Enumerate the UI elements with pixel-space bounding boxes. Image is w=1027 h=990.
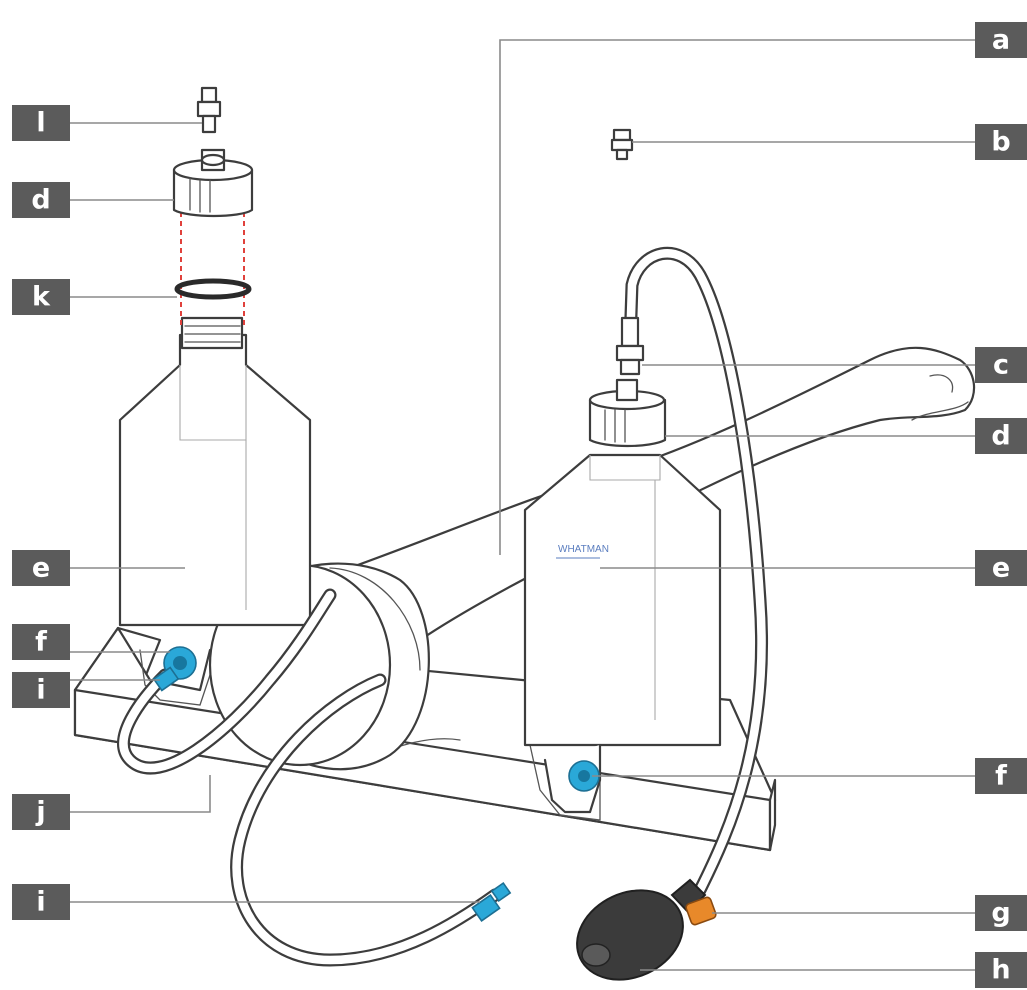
- callout-a: a: [975, 22, 1027, 58]
- callout-h-label: h: [991, 955, 1010, 986]
- callout-l-label: l: [36, 108, 45, 139]
- release-valve-icon: [685, 896, 717, 926]
- callout-e-left: e: [12, 550, 70, 586]
- callout-e-left-label: e: [32, 553, 50, 584]
- callout-j-label: j: [35, 797, 45, 828]
- callout-j: j: [12, 794, 70, 830]
- callout-f-right-label: f: [995, 761, 1007, 792]
- connector-c-icon: [615, 316, 645, 376]
- callout-f-right: f: [975, 758, 1027, 794]
- right-bottle: WHATMAN: [523, 378, 722, 814]
- callout-k-label: k: [32, 282, 51, 313]
- callout-d-right: d: [975, 418, 1027, 454]
- callout-i-upper-label: i: [36, 675, 45, 706]
- callout-c-label: c: [993, 350, 1009, 381]
- callout-k: k: [12, 279, 70, 315]
- callout-i-lower-label: i: [36, 887, 45, 918]
- callout-b: b: [975, 124, 1027, 160]
- callout-g: g: [975, 895, 1027, 931]
- bottle-label: WHATMAN: [558, 544, 609, 555]
- callout-e-right-label: e: [992, 553, 1010, 584]
- callout-i-lower: i: [12, 884, 70, 920]
- callout-f-left-label: f: [35, 627, 47, 658]
- left-cap: [172, 148, 254, 218]
- connector-b-icon: [610, 128, 634, 161]
- callout-d-left: d: [12, 182, 70, 218]
- o-ring: [174, 278, 252, 300]
- callout-d-left-label: d: [31, 185, 50, 216]
- right-tubing: [623, 246, 769, 897]
- blue-connector-i-upper-icon: [152, 666, 180, 692]
- callout-l: l: [12, 105, 70, 141]
- leader-lines: [70, 39, 975, 971]
- blue-connector-i-lower-icon: [471, 881, 512, 922]
- callout-f-left: f: [12, 624, 70, 660]
- callout-e-right: e: [975, 550, 1027, 586]
- callout-c: c: [975, 347, 1027, 383]
- callout-b-label: b: [991, 127, 1010, 158]
- left-bottle: [118, 316, 312, 627]
- blue-connector-f-right-icon: [568, 760, 600, 792]
- callout-d-right-label: d: [991, 421, 1010, 452]
- hand-pump-bulb-icon: [576, 878, 707, 981]
- connector-l-icon: [196, 86, 222, 134]
- callout-a-label: a: [992, 25, 1010, 56]
- left-tubing: [117, 588, 502, 967]
- callout-i-upper: i: [12, 672, 70, 708]
- assembly-guide-lines: [180, 212, 245, 325]
- callout-g-label: g: [991, 898, 1010, 929]
- callout-h: h: [975, 952, 1027, 988]
